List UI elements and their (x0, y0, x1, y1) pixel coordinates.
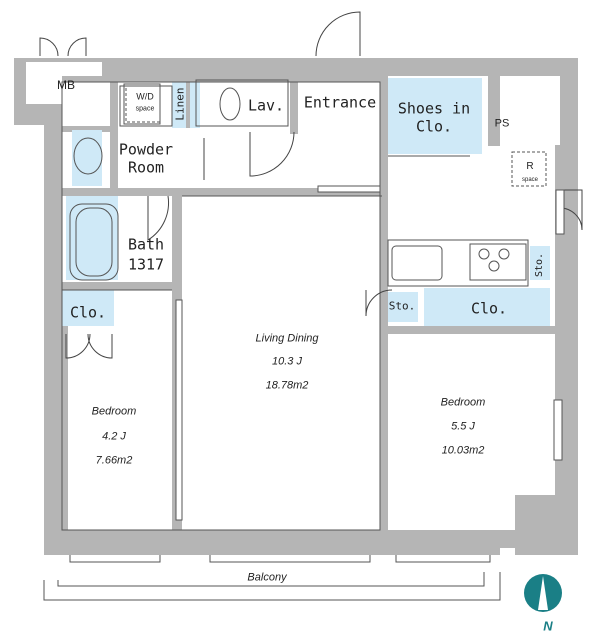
powder-label-2: Room (127, 158, 165, 177)
clo-left-label: Clo. (69, 303, 107, 322)
bed-right-name: Bedroom (440, 396, 486, 409)
closet-fills (62, 78, 550, 326)
living-name: Living Dining (255, 332, 319, 345)
entrance-label: Entrance (303, 93, 377, 112)
shoes-label-2: Clo. (415, 117, 453, 136)
lav-label: Lav. (247, 96, 285, 115)
north-label: N (543, 618, 553, 634)
bath-label-2: 1317 (127, 255, 165, 274)
north-arrow (524, 574, 562, 612)
balcony-label: Balcony (247, 571, 287, 584)
sto-mid-label: Sto. (388, 299, 416, 313)
living-j: 10.3 J (272, 355, 302, 368)
bed-left-area: 7.66m2 (95, 454, 133, 467)
r-sub-label: space (521, 177, 539, 183)
outer-wall (14, 58, 578, 555)
bed-left-j: 4.2 J (102, 430, 126, 443)
wd-sub-label: space (135, 105, 155, 113)
sto-right-label: Sto. (534, 252, 545, 278)
ps-label: PS (494, 117, 510, 130)
living-area: 18.78m2 (265, 379, 309, 392)
linen-label: Linen (173, 87, 187, 121)
wd-label: W/D (136, 91, 154, 102)
bed-right-area: 10.03m2 (441, 444, 485, 457)
clo-right-label: Clo. (470, 299, 508, 318)
bed-right-j: 5.5 J (451, 420, 475, 433)
bath-label-1: Bath (127, 235, 165, 254)
r-label: R (526, 161, 534, 172)
powder-label-1: Powder (118, 140, 174, 159)
mb-label: MB (57, 78, 75, 92)
shoes-label-1: Shoes in (397, 99, 471, 118)
windows (175, 185, 565, 521)
bed-left-name: Bedroom (91, 405, 137, 418)
mb-box (26, 62, 102, 104)
room-lines (43, 79, 547, 601)
